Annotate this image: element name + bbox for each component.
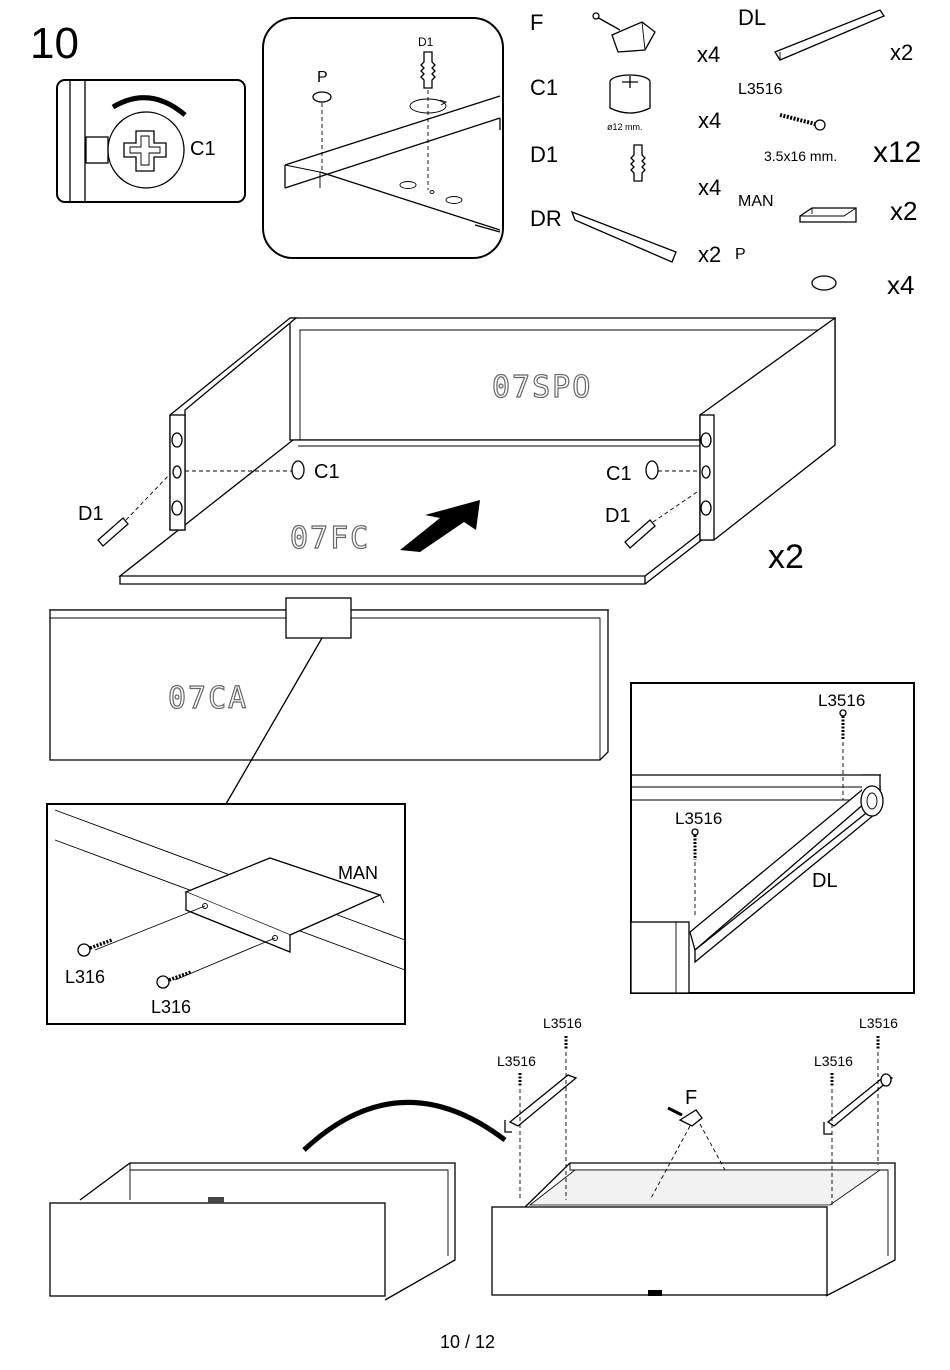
part-dr-label: DR: [530, 206, 562, 231]
pin-p-label: P: [317, 69, 328, 86]
part-f-label: F: [530, 10, 543, 35]
part-man-label: MAN: [738, 193, 774, 210]
rail-dl-label: DL: [812, 870, 838, 892]
front-panel-code: 07CA: [168, 681, 248, 716]
step-number: 10: [30, 19, 79, 68]
part-c1-label: C1: [530, 75, 558, 100]
c1-detail-box: C1: [57, 80, 245, 202]
handle-man-label: MAN: [338, 863, 378, 883]
pin-d1-label: D1: [418, 35, 434, 49]
handle-screw-1-label: L316: [65, 967, 105, 987]
c1-right-label: C1: [606, 463, 632, 485]
d1-left-label: D1: [78, 503, 104, 525]
back-panel-code: 07SPO: [492, 370, 592, 405]
bottom-fitting-label: F: [685, 1087, 697, 1109]
page-number: 10 / 12: [440, 1332, 495, 1352]
bottom-panel-code: 07FC: [290, 521, 370, 556]
assembly-multiplier: x2: [768, 538, 804, 576]
part-d1-label: D1: [530, 142, 558, 167]
part-f-qty: x4: [697, 42, 720, 67]
part-dl-label: DL: [738, 5, 766, 30]
pin-detail-box: P D1: [263, 18, 503, 258]
part-p-label: P: [735, 246, 746, 263]
part-c1-qty: x4: [698, 108, 721, 133]
part-l3516-note: 3.5x16 mm.: [764, 148, 837, 164]
rail-screw-mid-label: L3516: [675, 809, 722, 828]
bottom-screw-1-label: L3516: [543, 1015, 582, 1031]
part-dl-qty: x2: [890, 40, 913, 65]
front-panel: 07CA: [50, 598, 608, 804]
c1-left-label: C1: [314, 461, 340, 483]
part-d1-qty: x4: [698, 175, 721, 200]
part-p-qty: x4: [887, 270, 914, 300]
d1-right-label: D1: [605, 505, 631, 527]
parts-list: F x4 DL x2 C1 ø12 mm. x4 L3516 3.5x16 mm…: [530, 5, 921, 300]
part-c1-note: ø12 mm.: [607, 122, 643, 132]
bottom-screw-4-label: L3516: [814, 1053, 853, 1069]
part-l3516-qty: x12: [873, 136, 921, 169]
c1-detail-label: C1: [190, 138, 216, 160]
handle-detail-box: MAN L316 L316: [47, 804, 405, 1024]
rail-detail-box: L3516 L3516 DL: [631, 683, 914, 993]
bottom-screw-2-label: L3516: [497, 1053, 536, 1069]
handle-screw-2-label: L316: [151, 997, 191, 1017]
bottom-screw-3-label: L3516: [859, 1015, 898, 1031]
main-assembly: 07SPO 07FC C1 C1 D1 D1 x2: [78, 318, 835, 584]
bottom-assembly: L3516 L3516 L3516 L3516 F: [50, 1015, 898, 1300]
part-dr-qty: x2: [698, 242, 721, 267]
rail-screw-top-label: L3516: [818, 691, 865, 710]
part-l3516-label: L3516: [738, 81, 783, 98]
part-man-qty: x2: [890, 196, 917, 226]
